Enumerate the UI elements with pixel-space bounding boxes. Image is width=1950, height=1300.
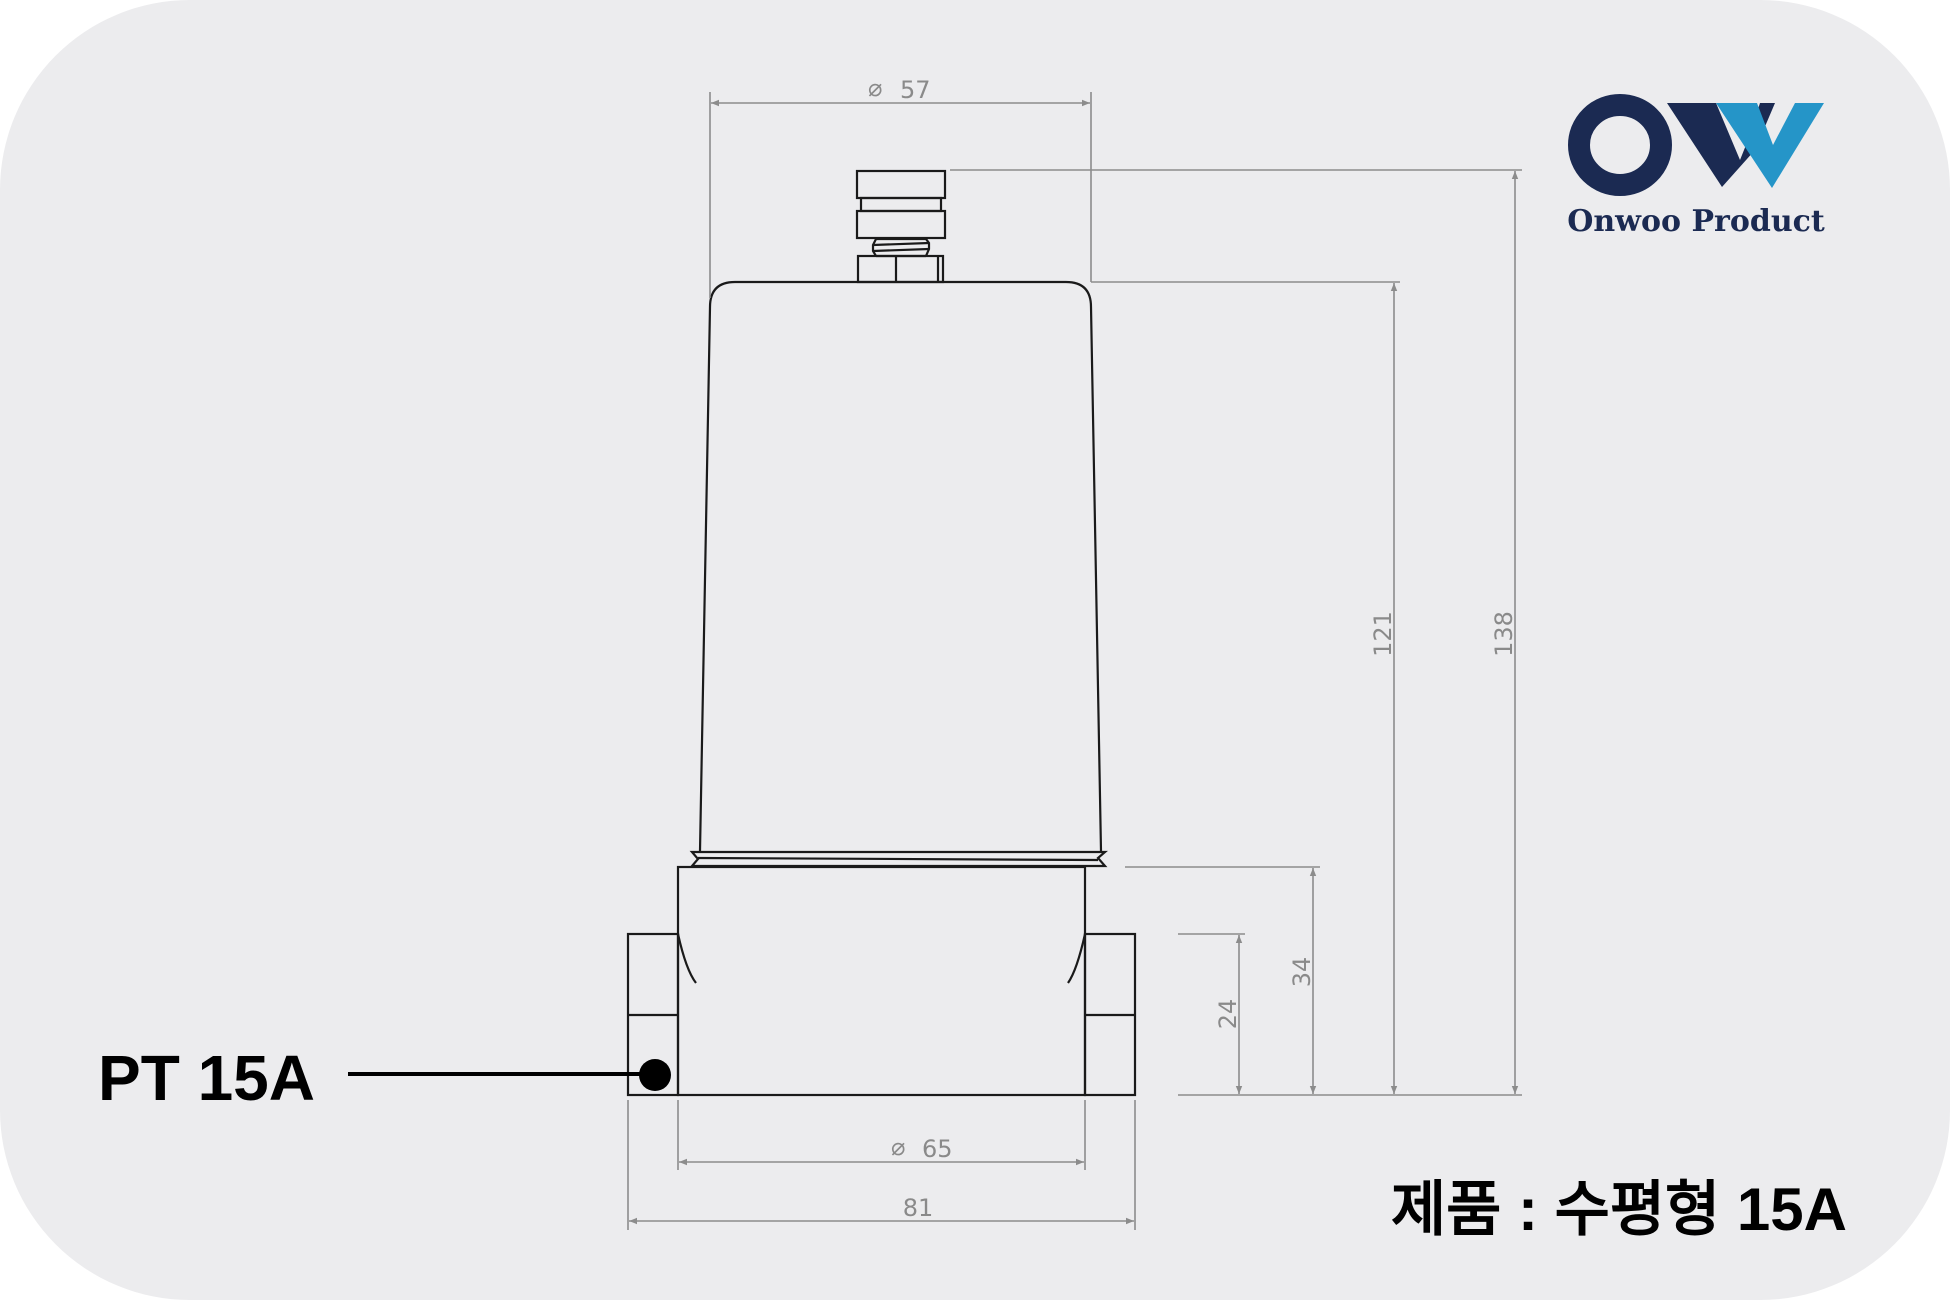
bowl-thread-band xyxy=(689,850,1108,868)
dim-top-diameter-label: 57 xyxy=(900,76,931,104)
dim-top-diameter-symbol: ⌀ xyxy=(868,74,882,102)
onwoo-logo: Onwoo Product xyxy=(1567,94,1825,239)
port-label: PT 15A xyxy=(98,1042,315,1114)
dim-base-width-label: 81 xyxy=(903,1194,934,1222)
logo-brand-text: Onwoo Product xyxy=(1567,204,1825,239)
port-marker-dot xyxy=(639,1059,671,1091)
filter-part-outline xyxy=(626,169,1137,1097)
dim-total-height-label: 138 xyxy=(1490,611,1518,657)
dim-base-height-label: 34 xyxy=(1288,957,1316,988)
product-label: 제품 : 수평형 15A xyxy=(1391,1176,1847,1243)
dim-bottom-diameter-symbol: ⌀ xyxy=(891,1133,905,1161)
logo-w-light-mark xyxy=(1716,103,1824,188)
dimension-lines: ⌀ 57 138 121 34 24 ⌀ 65 81 xyxy=(627,74,1522,1230)
logo-w-dark-mark xyxy=(1667,103,1775,187)
port-callout: PT 15A xyxy=(98,1042,671,1114)
cap-thread xyxy=(871,237,931,258)
dim-body-height-label: 121 xyxy=(1369,611,1397,657)
dim-bottom-diameter-label: 65 xyxy=(922,1135,953,1163)
dim-port-height-label: 24 xyxy=(1214,999,1242,1030)
filter-bowl xyxy=(698,280,1103,852)
logo-o-mark xyxy=(1568,94,1672,196)
